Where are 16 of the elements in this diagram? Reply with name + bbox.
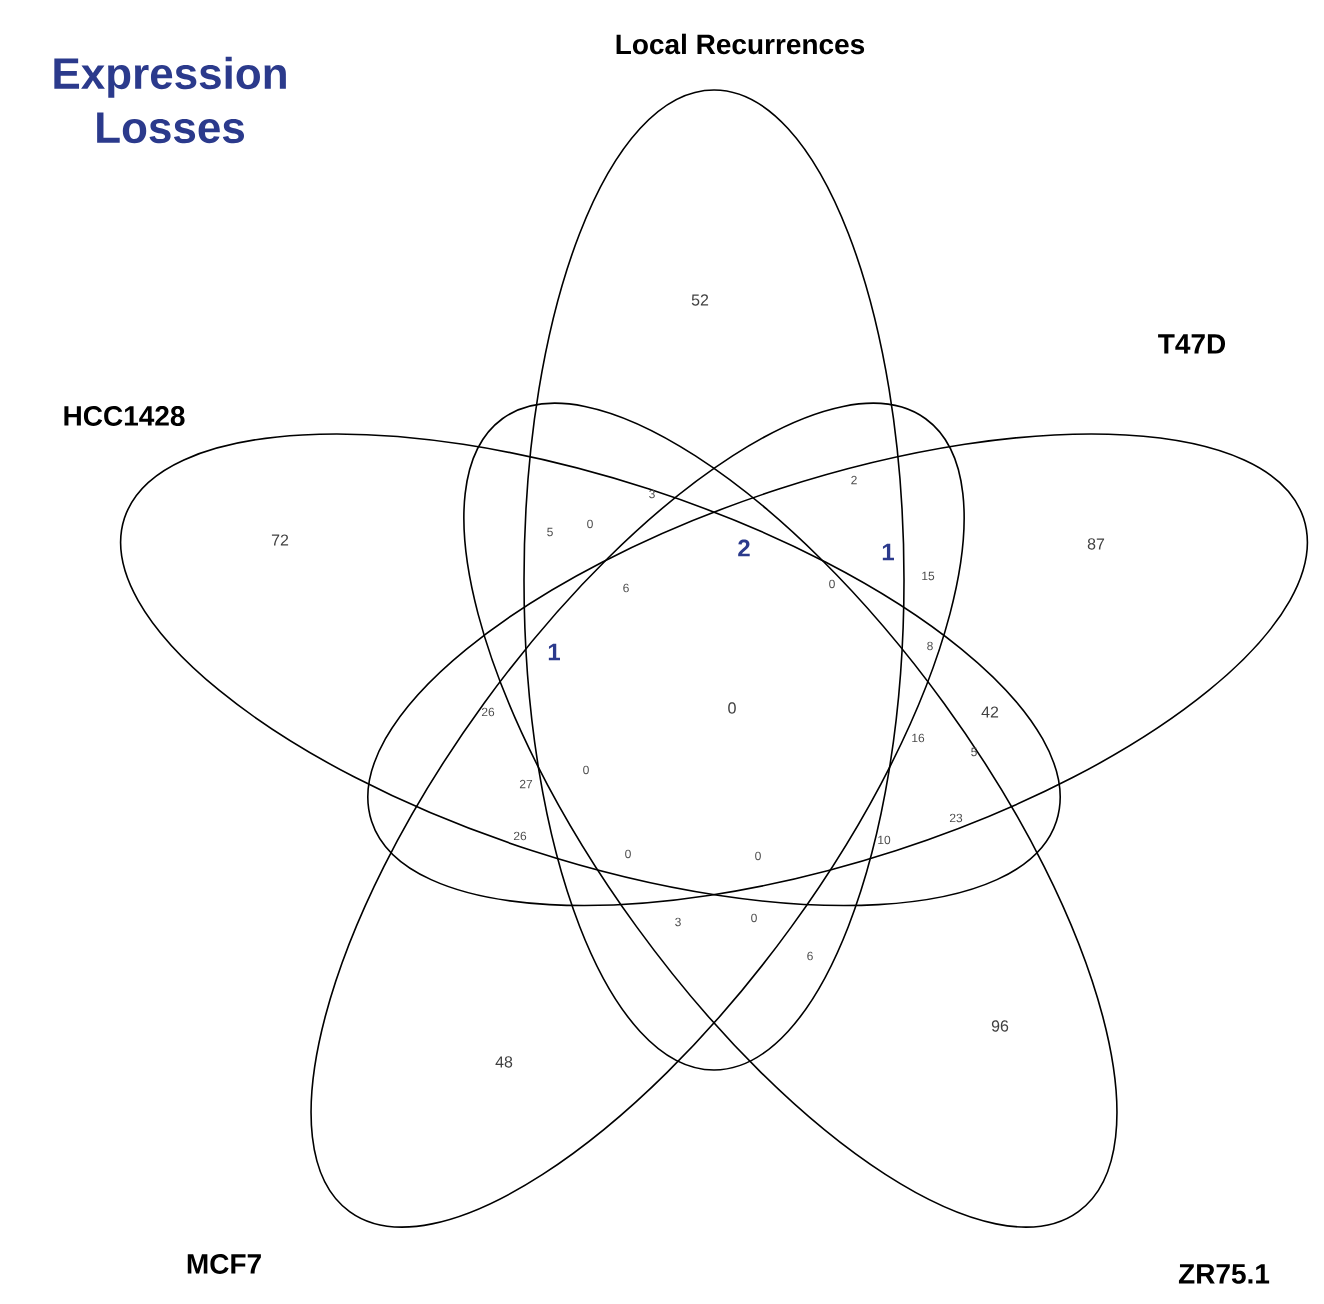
set-name: Local Recurrences: [616, 33, 865, 55]
region-count: 72: [271, 534, 289, 546]
region-count: 87: [1087, 538, 1105, 550]
region-count: 2: [738, 539, 750, 557]
set-name: T47D: [1158, 334, 1226, 354]
set-name: HCC1428: [64, 406, 185, 426]
region-count: 0: [728, 702, 736, 714]
region-count: 96: [991, 1020, 1009, 1032]
region-count: 48: [495, 1056, 513, 1068]
region-count: 1: [548, 643, 560, 661]
set-name: MCF7: [187, 1254, 261, 1274]
set-name: ZR75.1: [1178, 1264, 1270, 1284]
title: Expression Losses: [54, 56, 286, 144]
region-count: 1: [882, 543, 894, 561]
region-count: 52: [691, 294, 709, 306]
region-count: 42: [981, 706, 999, 718]
